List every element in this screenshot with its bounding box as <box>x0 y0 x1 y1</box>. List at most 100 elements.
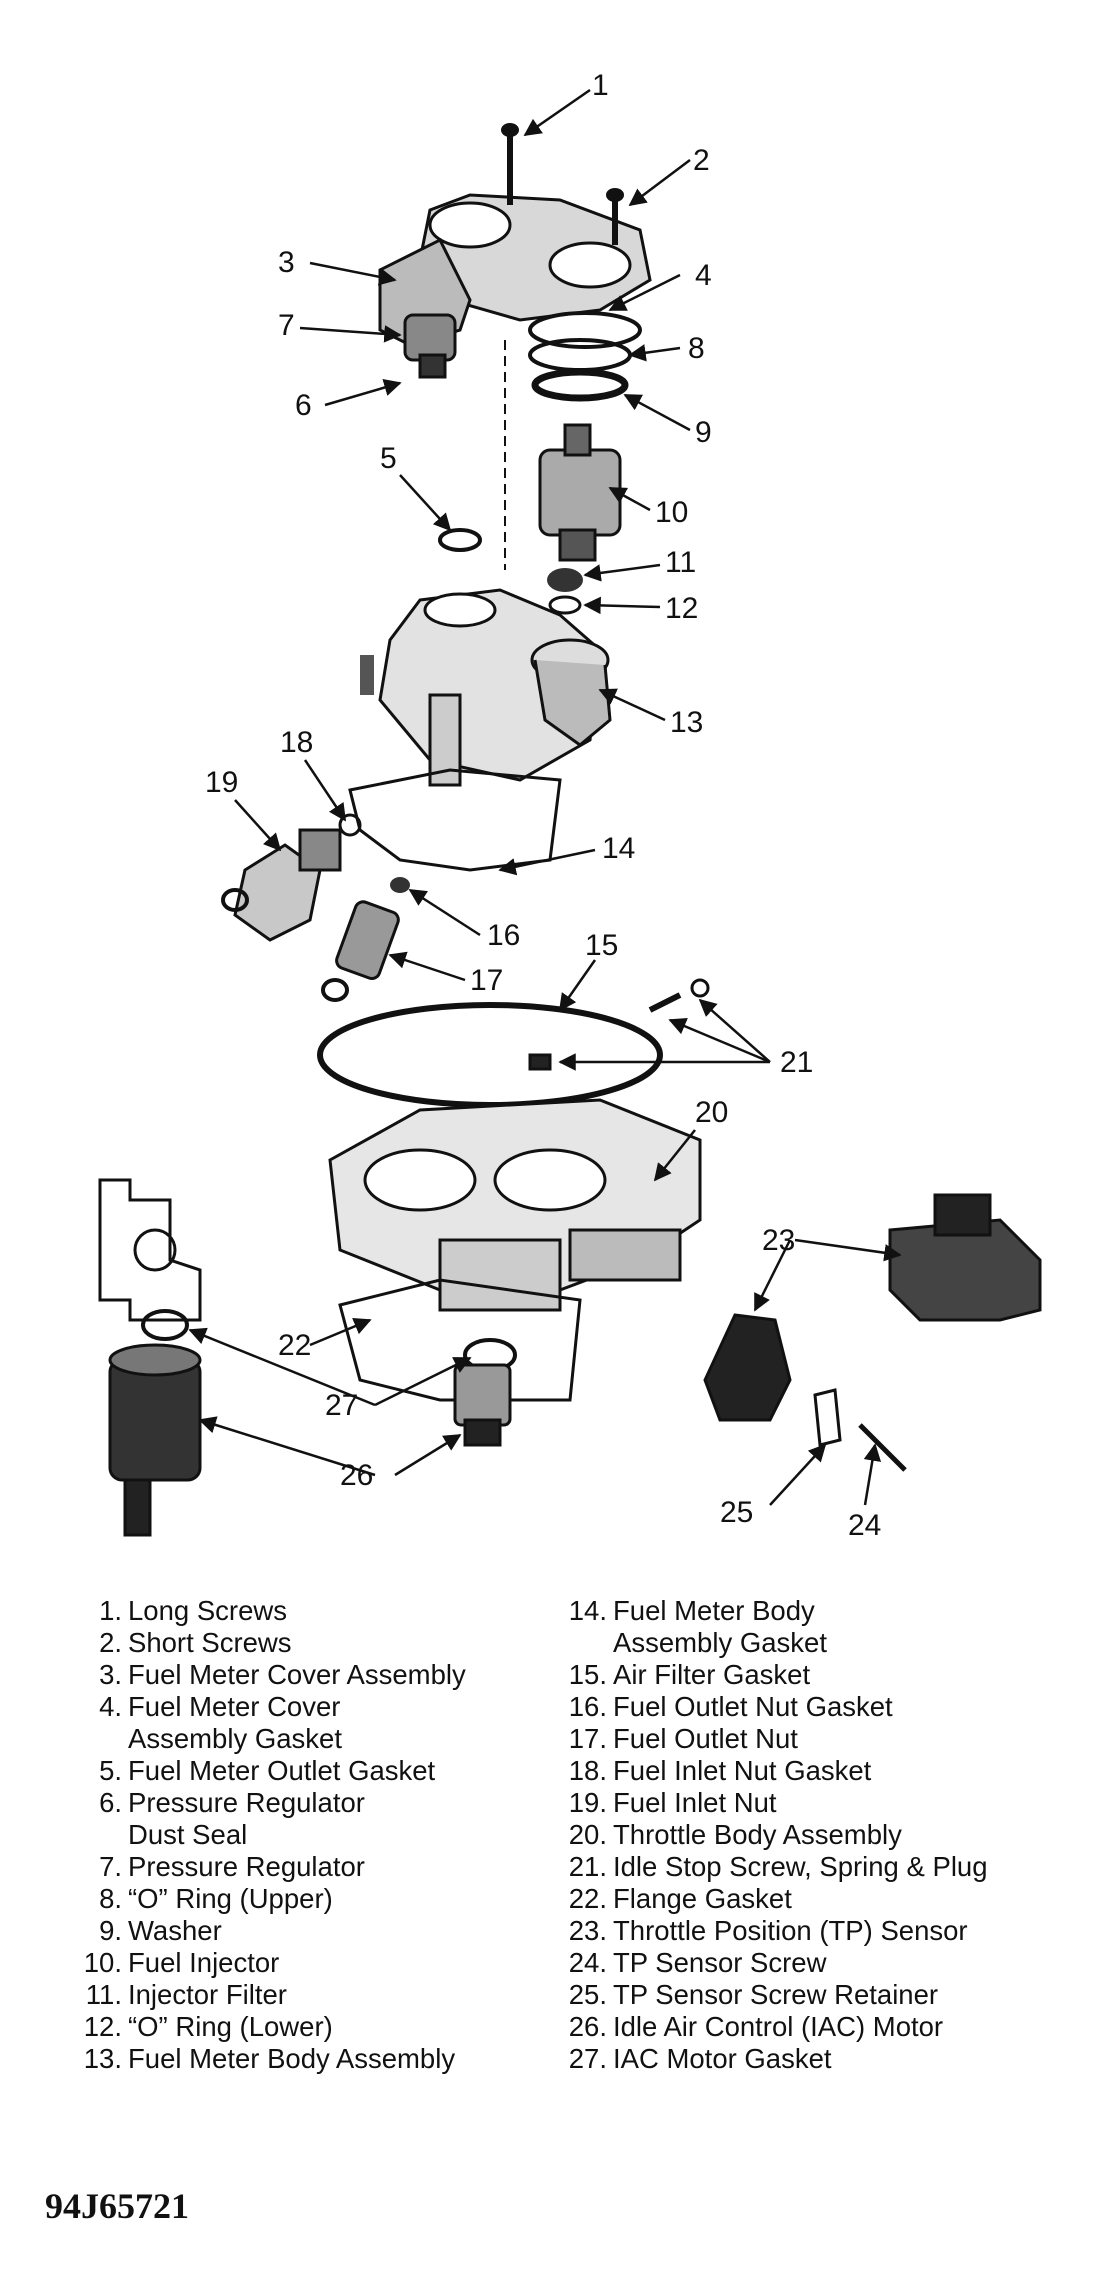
legend-item-number: 19. <box>568 1787 607 1818</box>
callout-12: 12 <box>665 592 698 625</box>
tp-sensor-right <box>888 1193 1042 1322</box>
tp-sensor-screw <box>858 1423 907 1472</box>
legend-item-label: Fuel Inlet Nut <box>613 1787 777 1818</box>
legend-item: 5.Fuel Meter Outlet Gasket <box>70 1755 540 1787</box>
leader-lines <box>188 88 902 1506</box>
legend-item-label: TP Sensor Screw <box>613 1947 827 1978</box>
idle-stop-screw-spring-plug <box>528 978 710 1071</box>
legend-item: 18.Fuel Inlet Nut Gasket <box>555 1755 1075 1787</box>
callout-3: 3 <box>278 246 295 279</box>
tp-sensor-screw-retainer <box>813 1388 842 1447</box>
legend-item-label: Air Filter Gasket <box>613 1659 811 1690</box>
callout-1: 1 <box>592 69 609 102</box>
legend-item-label: Idle Stop Screw, Spring & Plug <box>613 1851 988 1882</box>
callout-23: 23 <box>762 1224 795 1257</box>
flange-gasket <box>338 1278 582 1402</box>
callout-17: 17 <box>470 964 503 997</box>
injector-filter <box>547 568 583 592</box>
legend-item-number: 12. <box>83 2011 122 2042</box>
fuel-outlet-washer <box>321 978 349 1002</box>
legend-item-label: Washer <box>128 1915 222 1946</box>
legend-item-label: Throttle Body Assembly <box>613 1819 902 1850</box>
legend-item-number: 2. <box>99 1627 122 1658</box>
legend-item-label: Fuel Inlet Nut Gasket <box>613 1755 872 1786</box>
legend-item: 20.Throttle Body Assembly <box>555 1819 1075 1851</box>
callout-14: 14 <box>602 832 635 865</box>
legend-item: 17.Fuel Outlet Nut <box>555 1723 1075 1755</box>
legend-item-number: 26. <box>568 2011 607 2042</box>
legend-item-label: Idle Air Control (IAC) Motor <box>613 2011 944 2042</box>
legend-item: 11.Injector Filter <box>70 1979 540 2011</box>
legend-item-label: Fuel Meter Body Assembly Gasket <box>613 1595 827 1658</box>
callout-26: 26 <box>340 1459 373 1492</box>
legend-item: 6.Pressure Regulator Dust Seal <box>70 1787 540 1851</box>
legend-item: 10.Fuel Injector <box>70 1947 540 1979</box>
legend-item-number: 18. <box>568 1755 607 1786</box>
legend-item-number: 20. <box>568 1819 607 1850</box>
legend-item: 13.Fuel Meter Body Assembly <box>70 2043 540 2075</box>
legend-item: 25.TP Sensor Screw Retainer <box>555 1979 1075 2011</box>
legend-item-label: Fuel Meter Body Assembly <box>128 2043 456 2074</box>
legend-item-number: 17. <box>568 1723 607 1754</box>
callout-13: 13 <box>670 706 703 739</box>
fuel-meter-cover-assembly <box>378 193 652 379</box>
callout-9: 9 <box>695 416 712 449</box>
legend-item-number: 8. <box>99 1883 122 1914</box>
callout-19: 19 <box>205 766 238 799</box>
legend-item: 15.Air Filter Gasket <box>555 1659 1075 1691</box>
air-filter-gasket <box>317 1002 663 1108</box>
legend-item-label: Fuel Injector <box>128 1947 280 1978</box>
legend-item-number: 14. <box>568 1595 607 1626</box>
iac-motor <box>108 1343 202 1537</box>
legend-item-label: Throttle Position (TP) Sensor <box>613 1915 968 1946</box>
legend-item-number: 5. <box>99 1755 122 1786</box>
fuel-outlet-nut <box>335 900 400 981</box>
legend-item-number: 27. <box>568 2043 607 2074</box>
callout-22: 22 <box>278 1329 311 1362</box>
callout-25: 25 <box>720 1496 753 1529</box>
legend-item: 8.“O” Ring (Upper) <box>70 1883 540 1915</box>
tp-sensor-center <box>703 1313 792 1422</box>
callout-16: 16 <box>487 919 520 952</box>
callout-7: 7 <box>278 309 295 342</box>
legend-item-label: Fuel Meter Cover Assembly Gasket <box>128 1691 342 1754</box>
legend-item-number: 22. <box>568 1883 607 1914</box>
legend-item-label: Fuel Meter Outlet Gasket <box>128 1755 436 1786</box>
legend-item-number: 6. <box>99 1787 122 1818</box>
callout-24: 24 <box>848 1509 881 1542</box>
o-ring-upper <box>528 338 632 372</box>
legend-item: 3.Fuel Meter Cover Assembly <box>70 1659 540 1691</box>
legend-item: 22.Flange Gasket <box>555 1883 1075 1915</box>
legend-item-number: 7. <box>99 1851 122 1882</box>
legend-item-label: IAC Motor Gasket <box>613 2043 832 2074</box>
callout-21: 21 <box>780 1046 813 1079</box>
legend-item: 7.Pressure Regulator <box>70 1851 540 1883</box>
legend-item-number: 9. <box>99 1915 122 1946</box>
legend-item-label: Pressure Regulator Dust Seal <box>128 1787 365 1850</box>
callout-10: 10 <box>655 496 688 529</box>
fuel-meter-body-assembly <box>378 588 612 787</box>
fuel-injector <box>538 423 622 562</box>
fuel-meter-outlet-gasket <box>438 528 482 552</box>
legend-item-label: Flange Gasket <box>613 1883 792 1914</box>
iac-motor-gasket <box>141 1309 189 1341</box>
legend-item-number: 24. <box>568 1947 607 1978</box>
legend-item: 1.Long Screws <box>70 1595 540 1627</box>
fuel-meter-body-screw <box>360 655 374 695</box>
callout-11: 11 <box>665 546 696 579</box>
legend-item-number: 21. <box>568 1851 607 1882</box>
iac-motor-bracket <box>98 1178 202 1322</box>
fuel-inlet-washer <box>221 888 249 912</box>
legend-item-label: Pressure Regulator <box>128 1851 365 1882</box>
legend-item-number: 16. <box>568 1691 607 1722</box>
legend-item-number: 23. <box>568 1915 607 1946</box>
exploded-view-diagram: 1 2 3 4 5 6 7 8 9 10 11 12 13 14 15 16 1… <box>98 69 1042 1542</box>
legend-item-number: 3. <box>99 1659 122 1690</box>
callout-15: 15 <box>585 929 618 962</box>
legend-item: 9.Washer <box>70 1915 540 1947</box>
legend-item: 21.Idle Stop Screw, Spring & Plug <box>555 1851 1075 1883</box>
legend-item: 4.Fuel Meter Cover Assembly Gasket <box>70 1691 540 1755</box>
iac-motor-center <box>453 1363 512 1447</box>
